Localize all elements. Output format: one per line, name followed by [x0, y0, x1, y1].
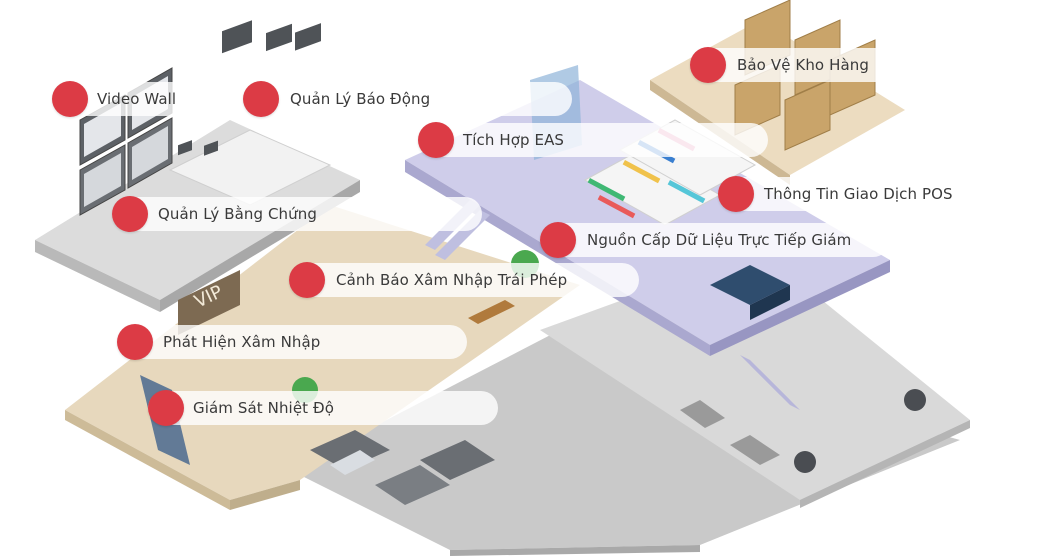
marker-dot[interactable] [690, 47, 726, 83]
dome-camera-1 [904, 389, 926, 411]
callout-eas-integration[interactable]: Tích Hợp EAS [418, 122, 768, 158]
callout-label: Cảnh Báo Xâm Nhập Trái Phép [336, 271, 568, 289]
callout-label: Quản Lý Báo Động [290, 90, 431, 108]
control-desk [168, 129, 332, 206]
callout-evidence-management[interactable]: Quản Lý Bằng Chứng [112, 196, 482, 232]
marker-dot[interactable] [418, 122, 454, 158]
callout-pos-transaction[interactable]: Thông Tin Giao Dịch POS [718, 176, 1046, 212]
marker-dot[interactable] [117, 324, 153, 360]
callout-label: Tích Hợp EAS [463, 131, 565, 149]
lobby-bench [468, 300, 515, 324]
callout-label: Nguồn Cấp Dữ Liệu Trực Tiếp Giám [587, 231, 852, 249]
marker-dot[interactable] [52, 81, 88, 117]
dome-camera-2 [794, 451, 816, 473]
right-gray-floor-edge [800, 420, 970, 508]
marker-dot[interactable] [112, 196, 148, 232]
callout-pill [148, 391, 498, 425]
callout-unauthorized-intrusion-alert[interactable]: Cảnh Báo Xâm Nhập Trái Phép [289, 262, 639, 298]
callout-pill [289, 263, 639, 297]
callout-pill [117, 325, 467, 359]
control-room-floor-edge [35, 240, 160, 312]
callout-pill [718, 177, 1046, 211]
callout-temperature-monitoring[interactable]: Giám Sát Nhiệt Độ [148, 390, 498, 426]
beige-floor-edge [65, 410, 230, 510]
marker-dot[interactable] [148, 390, 184, 426]
pos-counter-side [750, 285, 790, 320]
parking-floor-edge [450, 545, 700, 556]
callout-live-data-feed[interactable]: Nguồn Cấp Dữ Liệu Trực Tiếp Giám [540, 222, 890, 258]
callout-label: Phát Hiện Xâm Nhập [163, 333, 321, 351]
callout-label: Thông Tin Giao Dịch POS [764, 185, 953, 203]
waiting-bench-1 [680, 400, 725, 428]
store-floor-edge-r [710, 260, 890, 356]
callout-intrusion-detection[interactable]: Phát Hiện Xâm Nhập [117, 324, 467, 360]
callout-pill [112, 197, 482, 231]
parked-cars [310, 430, 495, 505]
monitors [178, 20, 321, 156]
vip-sign-board [178, 270, 240, 335]
beige-floor-edge-right [230, 480, 300, 510]
callout-label: Quản Lý Bằng Chứng [158, 205, 317, 223]
callout-warehouse-protection[interactable]: Bảo Vệ Kho Hàng [690, 47, 1040, 83]
waiting-bench-2 [730, 435, 780, 465]
callout-label: Giám Sát Nhiệt Độ [193, 399, 334, 417]
callout-label: Video Wall [97, 90, 177, 108]
callout-pill [690, 48, 1040, 82]
marker-dot[interactable] [243, 81, 279, 117]
callout-pill [540, 223, 890, 257]
callout-pill [418, 123, 768, 157]
marker-dot[interactable] [540, 222, 576, 258]
callout-label: Bảo Vệ Kho Hàng [737, 56, 869, 74]
callout-alarm-management[interactable]: Quản Lý Báo Động [243, 81, 493, 117]
marker-dot[interactable] [289, 262, 325, 298]
marker-dot[interactable] [718, 176, 754, 212]
callout-pill [243, 82, 493, 116]
